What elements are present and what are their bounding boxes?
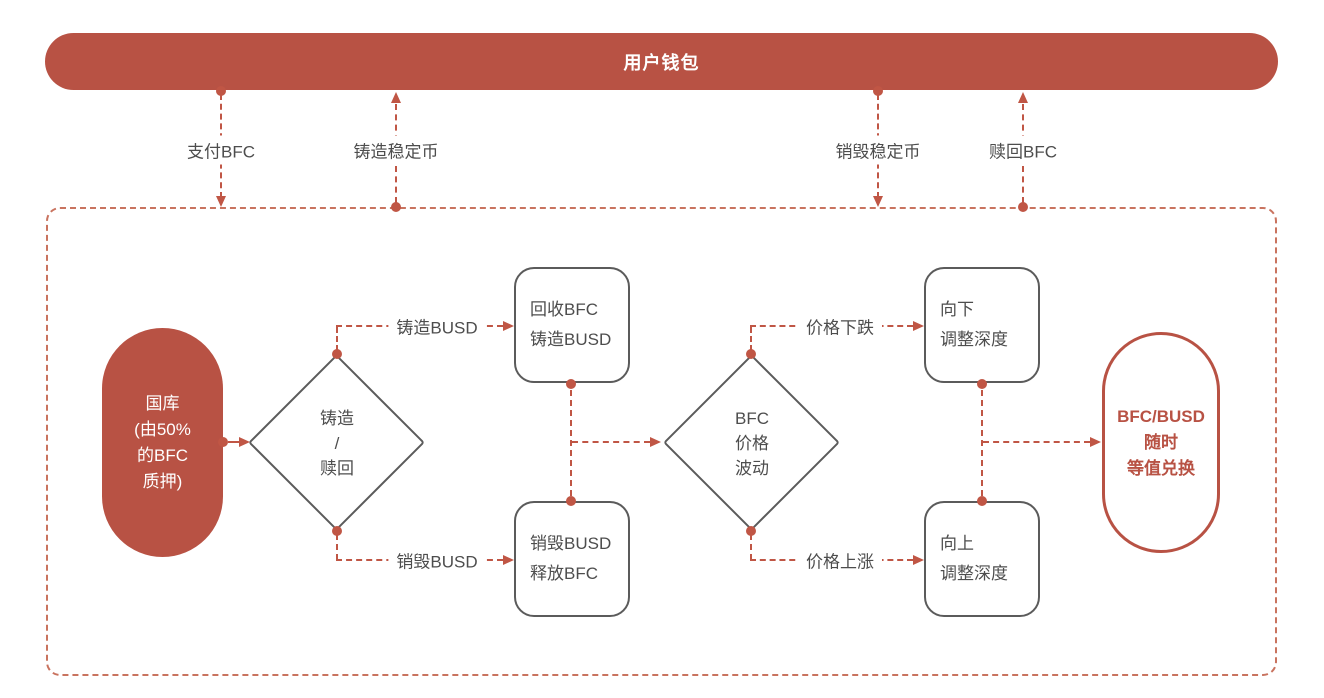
box-text-line: 释放BFC xyxy=(530,564,598,583)
recycle-box-bottom-dot xyxy=(566,379,576,389)
redeem-branch-vline xyxy=(336,534,338,560)
mint-busd-edge-label: 铸造BUSD xyxy=(388,311,486,341)
treasury-line: 质押) xyxy=(142,471,183,491)
treasury-to-diamond-arrow-icon xyxy=(239,437,250,447)
price-up-branch-dot xyxy=(746,526,756,536)
flow-burn-stablecoin-start-dot xyxy=(873,86,883,96)
adjust-up-top-dot xyxy=(977,496,987,506)
mint-redeem-diamond-label: 铸造 / 赎回 xyxy=(274,393,400,493)
adjust-down-bottom-dot xyxy=(977,379,987,389)
protocol-container-border xyxy=(46,207,1277,676)
to-exchange-hline xyxy=(983,441,1090,443)
diamond-text-line: 价格 xyxy=(735,433,769,453)
flow-pay-bfc-label: 支付BFC xyxy=(179,135,263,165)
mint-branch-vline xyxy=(336,327,338,351)
box-text-line: 调整深度 xyxy=(940,330,1008,349)
mint-branch-arrow-icon xyxy=(503,321,514,331)
flow-pay-bfc-arrow-down-icon xyxy=(216,196,226,207)
burn-box-top-dot xyxy=(566,496,576,506)
price-down-arrow-icon xyxy=(913,321,924,331)
exchange-pill: BFC/BUSD 随时 等值兑换 xyxy=(1102,332,1220,553)
exchange-text-line: BFC/BUSD xyxy=(1117,406,1205,426)
price-up-arrow-icon xyxy=(913,555,924,565)
flow-mint-stablecoin-start-dot xyxy=(391,202,401,212)
box-text-line: 销毁BUSD xyxy=(530,534,612,553)
price-fluctuation-diamond-label: BFC 价格 波动 xyxy=(689,393,815,493)
flow-redeem-bfc-arrow-up-icon xyxy=(1018,92,1028,103)
price-up-branch-vline xyxy=(750,534,752,560)
treasury-line: 国库 xyxy=(145,393,180,413)
redeem-branch-dot xyxy=(332,526,342,536)
price-down-branch-dot xyxy=(746,349,756,359)
treasury-to-diamond-line xyxy=(228,441,240,443)
adjust-depth-up-box: 向上 调整深度 xyxy=(924,501,1040,617)
recycle-mint-box: 回收BFC 铸造BUSD xyxy=(514,267,630,383)
diamond-text-line: / xyxy=(334,433,340,453)
box-text-line: 向上 xyxy=(940,534,974,553)
treasury-out-dot xyxy=(218,437,228,447)
diamond-text-line: 波动 xyxy=(735,458,769,478)
price-up-edge-label: 价格上涨 xyxy=(798,545,882,575)
treasury-line: 的BFC xyxy=(137,445,188,465)
user-wallet-banner: 用户钱包 xyxy=(45,33,1278,90)
diamond-text-line: 铸造 xyxy=(320,408,354,428)
redeem-branch-arrow-icon xyxy=(503,555,514,565)
flow-burn-stablecoin-arrow-down-icon xyxy=(873,196,883,207)
flow-redeem-bfc-label: 赎回BFC xyxy=(981,135,1065,165)
box-text-line: 铸造BUSD xyxy=(530,330,612,349)
flow-mint-stablecoin-label: 铸造稳定币 xyxy=(345,135,447,165)
flow-pay-bfc-start-dot xyxy=(216,86,226,96)
treasury-line: (由50% xyxy=(134,419,191,439)
right-boxes-vline xyxy=(981,390,983,496)
box-text-line: 回收BFC xyxy=(530,300,598,319)
burn-release-box: 销毁BUSD 释放BFC xyxy=(514,501,630,617)
to-price-diamond-arrow-icon xyxy=(650,437,661,447)
burn-busd-edge-label: 销毁BUSD xyxy=(388,545,486,575)
treasury-pill: 国库 (由50% 的BFC 质押) xyxy=(102,328,223,557)
exchange-text-line: 等值兑换 xyxy=(1127,458,1195,478)
to-price-diamond-hline xyxy=(572,441,650,443)
flow-redeem-bfc-start-dot xyxy=(1018,202,1028,212)
box-text-line: 调整深度 xyxy=(940,564,1008,583)
exchange-text-line: 随时 xyxy=(1144,432,1178,452)
user-wallet-title: 用户钱包 xyxy=(623,52,700,73)
to-exchange-arrow-icon xyxy=(1090,437,1101,447)
price-down-edge-label: 价格下跌 xyxy=(798,311,882,341)
diamond-text-line: BFC xyxy=(735,408,769,428)
mint-branch-dot xyxy=(332,349,342,359)
flow-mint-stablecoin-arrow-up-icon xyxy=(391,92,401,103)
box-text-line: 向下 xyxy=(940,300,974,319)
price-down-branch-vline xyxy=(750,327,752,351)
diamond-text-line: 赎回 xyxy=(320,458,354,478)
middle-boxes-vline xyxy=(570,390,572,496)
flow-burn-stablecoin-label: 销毁稳定币 xyxy=(827,135,929,165)
adjust-depth-down-box: 向下 调整深度 xyxy=(924,267,1040,383)
